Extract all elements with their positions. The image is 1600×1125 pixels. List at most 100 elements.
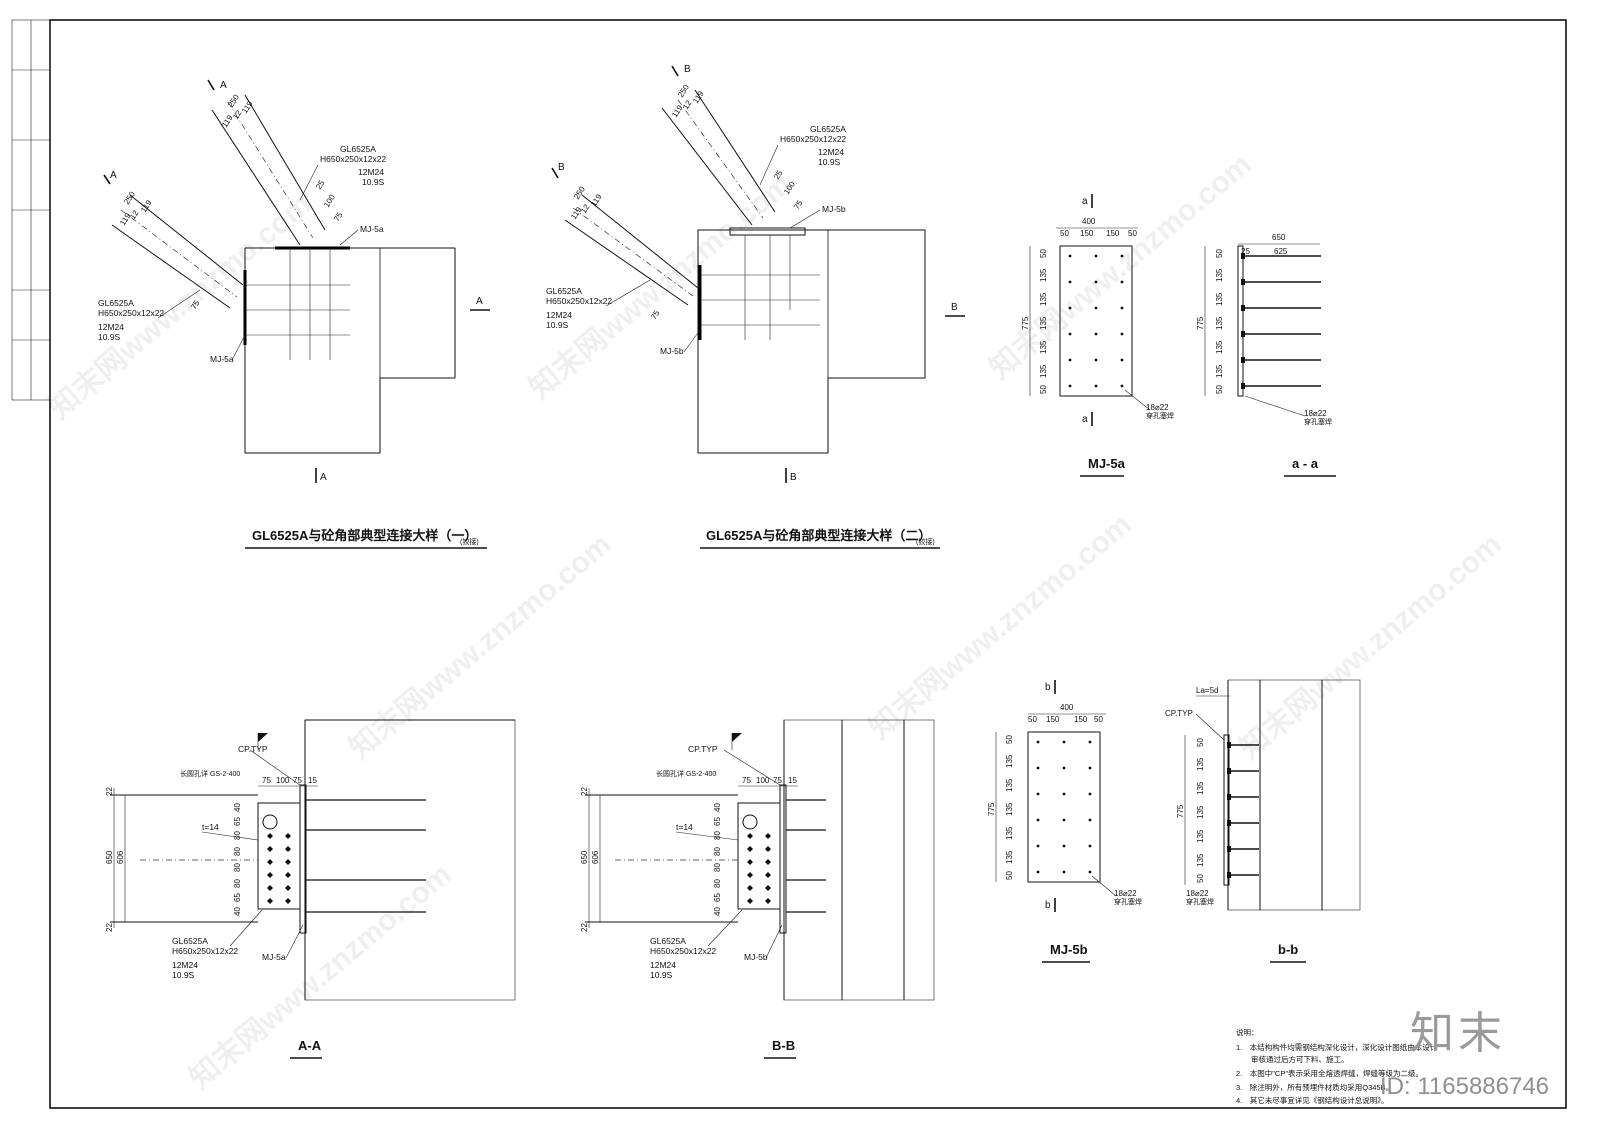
bolt xyxy=(765,833,771,839)
mj5b-width: 400 xyxy=(1060,703,1074,712)
BB-t-label: t=14 xyxy=(676,822,693,832)
mj5a-holes: 18⌀22 xyxy=(1146,403,1169,412)
BB-row-1: 40 xyxy=(713,803,722,812)
plate-hole xyxy=(1062,766,1066,770)
bolt xyxy=(765,872,771,878)
bb-holes-note: 穿孔塞焊 xyxy=(1186,897,1214,906)
mj5a-h-7: 50 xyxy=(1039,385,1048,394)
mj5b-h-3: 135 xyxy=(1005,778,1014,792)
aa-studs xyxy=(1241,253,1321,389)
BB-beam-label: GL6525A xyxy=(650,936,686,946)
plate-hole xyxy=(1068,358,1072,362)
stud-weld xyxy=(1241,383,1245,389)
BB-beam-section: H650x250x12x22 xyxy=(650,946,716,956)
BB-cp: CP.TYP xyxy=(688,744,718,754)
AA-top-dim-2: 100 xyxy=(276,776,290,785)
detail2-side-bolts: 12M24 xyxy=(546,310,572,320)
bolt xyxy=(747,898,753,904)
detail2-side-beam-section: H650x250x12x22 xyxy=(546,296,612,306)
mj5a-h-6: 135 xyxy=(1039,364,1048,378)
bolt xyxy=(765,898,771,904)
plate-hole xyxy=(1094,280,1098,284)
BB-top-dim-3: 75 xyxy=(773,776,782,785)
detail2-dim-lower-4: 119 xyxy=(589,192,604,208)
notes-item-2: 审核通过后方可下料、施工。 xyxy=(1236,1054,1349,1064)
detail1-side-beam-label: GL6525A xyxy=(98,298,134,308)
plate-hole xyxy=(1088,818,1092,822)
BB-row-8: 40 xyxy=(713,907,722,916)
bolt xyxy=(285,846,291,852)
bolt xyxy=(285,859,291,865)
AA-title: A-A xyxy=(298,1038,322,1053)
mj5b-w-4: 50 xyxy=(1094,715,1103,724)
mj5b-cut-bottom: b xyxy=(1045,900,1051,911)
AA-shear-tab xyxy=(257,802,301,910)
detail2-cut-b-top: B xyxy=(684,64,691,75)
plate-hole xyxy=(1036,818,1040,822)
mj5a-cut-top: a xyxy=(1082,196,1088,207)
AA-beam-section: H650x250x12x22 xyxy=(172,946,238,956)
aa-h-3: 135 xyxy=(1215,292,1224,306)
AA-edge-bottom: 22 xyxy=(105,923,114,932)
AA-top-dim-4: 15 xyxy=(308,776,317,785)
detail2-plate-top: MJ-5b xyxy=(822,204,846,214)
BB-bolt-grid xyxy=(747,833,771,904)
aa-h-1: 50 xyxy=(1215,249,1224,258)
mj5a-title: MJ-5a xyxy=(1088,456,1126,471)
mj5a-w-4: 50 xyxy=(1128,229,1137,238)
mj5a-h-2: 135 xyxy=(1039,268,1048,282)
notes-heading: 说明： xyxy=(1236,1027,1259,1037)
detail-2: B B B B 250 119 12 119 250 119 12 119 25… xyxy=(546,64,965,549)
plate-hole xyxy=(1094,254,1098,258)
BB-inner-h: 606 xyxy=(591,850,600,864)
aa-holes: 18⌀22 xyxy=(1304,409,1327,418)
mj5b-holes-note: 穿孔塞焊 xyxy=(1114,897,1142,906)
mj5b-height: 775 xyxy=(987,802,996,816)
stud-weld xyxy=(1241,331,1245,337)
BB-slot-hole xyxy=(742,814,758,830)
plate-hole xyxy=(1120,306,1124,310)
bolt xyxy=(747,846,753,852)
bb-h-5: 135 xyxy=(1196,829,1205,843)
bolt xyxy=(285,885,291,891)
bb-h-4: 135 xyxy=(1196,805,1205,819)
bolt xyxy=(267,898,273,904)
stud-weld xyxy=(1241,305,1245,311)
plate-hole xyxy=(1068,306,1072,310)
mj5a-width: 400 xyxy=(1082,217,1096,226)
mj5b-w-1: 50 xyxy=(1028,715,1037,724)
detail1-plate-side: MJ-5a xyxy=(210,354,234,364)
AA-bolt-grade: 10.9S xyxy=(172,970,195,980)
bolt xyxy=(285,872,291,878)
bolt xyxy=(747,833,753,839)
detail1-dim-side-1: 25 xyxy=(314,178,327,191)
BB-hole-note: 长圆孔详 GS-2-400 xyxy=(656,769,716,778)
detail2-bolt-grade: 10.9S xyxy=(818,157,841,167)
plate-hole xyxy=(1120,280,1124,284)
AA-row-2: 65 xyxy=(233,817,242,826)
stud-weld xyxy=(1241,279,1245,285)
aa-title: a - a xyxy=(1292,456,1319,471)
mj5b-cut-top: b xyxy=(1045,682,1051,693)
AA-row-4: 80 xyxy=(233,847,242,856)
detail2-side-bolt-grade: 10.9S xyxy=(546,320,569,330)
AA-cp: CP.TYP xyxy=(238,744,268,754)
plate-hole xyxy=(1068,280,1072,284)
bolt xyxy=(765,846,771,852)
plate-hole xyxy=(1036,870,1040,874)
bb-h-2: 135 xyxy=(1196,757,1205,771)
BB-top-dim-2: 100 xyxy=(756,776,770,785)
AA-anchor-studs xyxy=(306,799,426,913)
AA-row-7: 65 xyxy=(233,893,242,902)
mj5a-h-1: 50 xyxy=(1039,249,1048,258)
detail1-cut-a-bottom: A xyxy=(320,472,327,483)
plate-hole xyxy=(1068,254,1072,258)
bolt xyxy=(747,885,753,891)
bb-h-6: 135 xyxy=(1196,853,1205,867)
detail2-beam-label: GL6525A xyxy=(810,124,846,134)
detail1-cut-a-left: A xyxy=(110,170,117,181)
bolt xyxy=(267,859,273,865)
aa-h-4: 135 xyxy=(1215,316,1224,330)
detail2-side-beam-label: GL6525A xyxy=(546,286,582,296)
mj5a-cut-bottom: a xyxy=(1082,414,1088,425)
